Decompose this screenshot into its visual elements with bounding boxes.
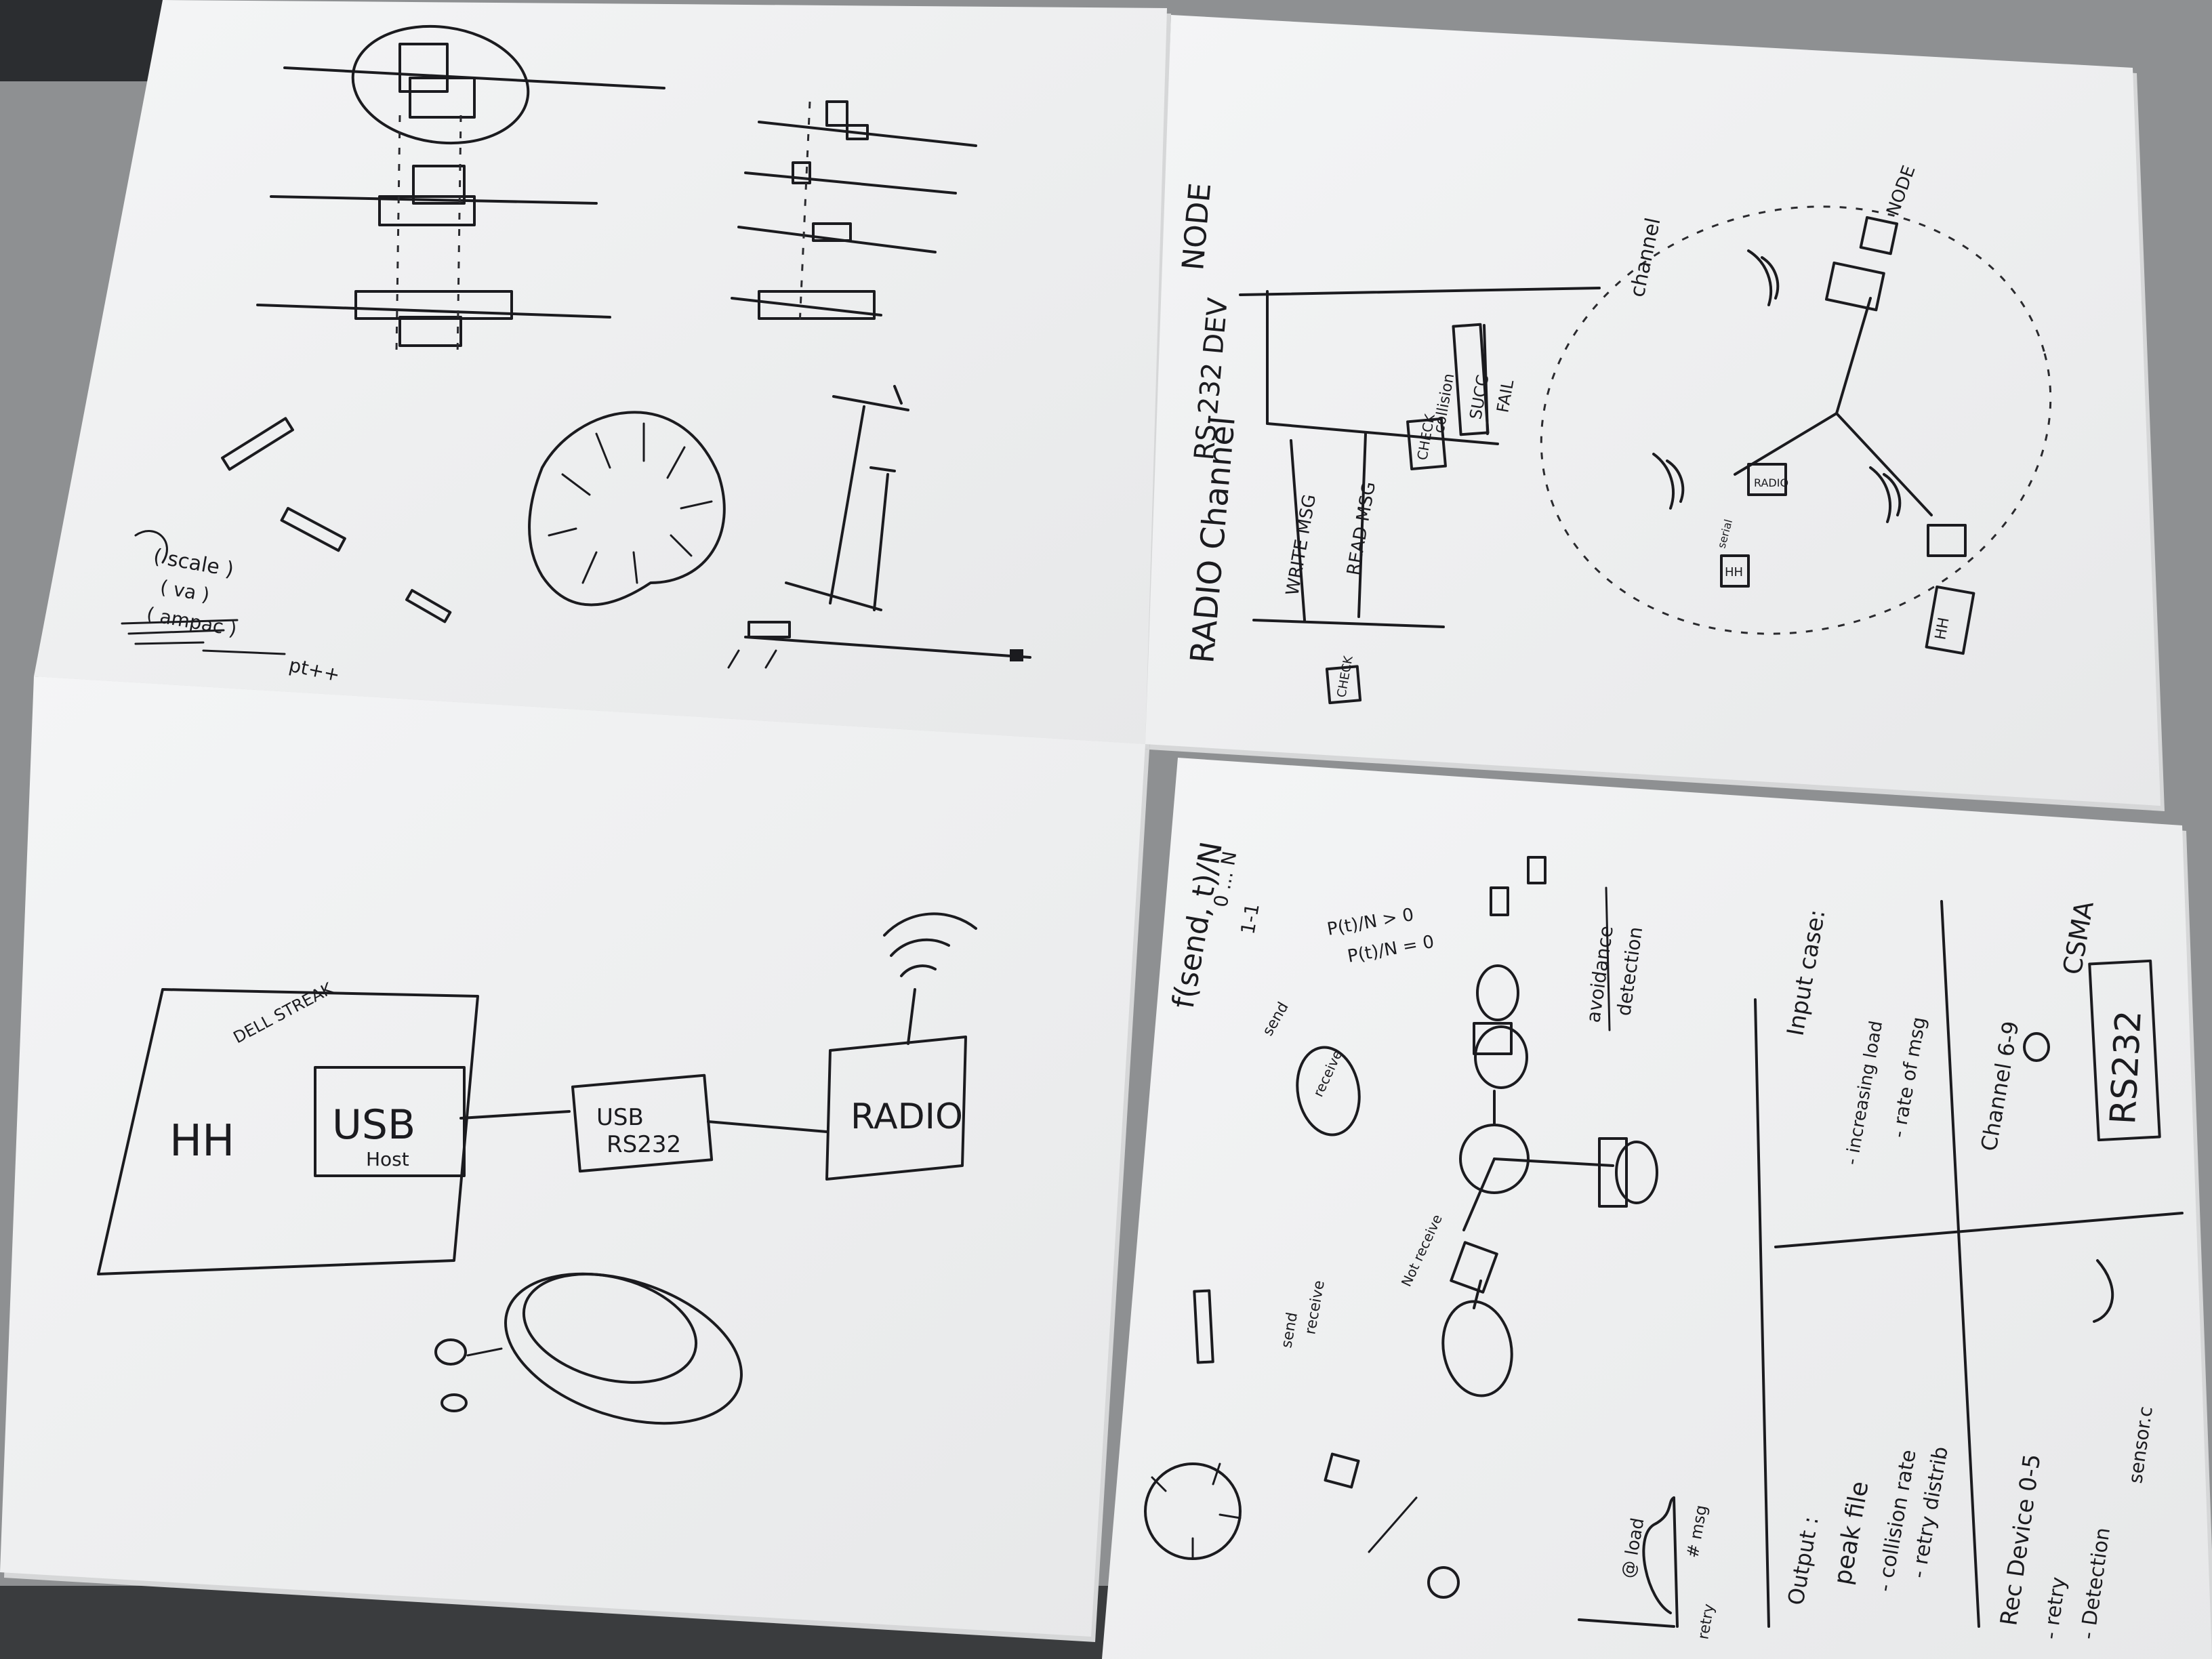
note-1-1: 1-1 xyxy=(1236,901,1263,936)
wheel-sketch xyxy=(528,411,726,607)
blob-sketch xyxy=(434,1272,743,1425)
box-radio: RADIO xyxy=(1754,476,1788,489)
channel-box: RS232 xyxy=(2103,1009,2150,1125)
timing-sketch xyxy=(727,385,1031,669)
clock-sketch xyxy=(1144,1452,1460,1599)
block-rs232: RS232 xyxy=(607,1131,681,1158)
paper-sheet xyxy=(1102,758,2212,1659)
right-pulses xyxy=(731,100,977,326)
block-hh: HH xyxy=(169,1116,234,1166)
block-usb-adapter: USB xyxy=(596,1104,644,1131)
box-hh-2: HH xyxy=(1932,616,1952,641)
paper-sheet xyxy=(1145,15,2160,806)
block-radio: RADIO xyxy=(851,1097,963,1137)
table-dark-top xyxy=(0,0,163,81)
page-bottom-right: f(send, t)/N 0 ... N 1-1 P(t)/N > 0 P(t)… xyxy=(1102,758,2212,1659)
page-top-left: ( scale ) ( va ) ( ampac ) pt++ xyxy=(34,0,1171,750)
pulse-sketch xyxy=(256,24,665,360)
page-top-right: NODE RS-232 DEV RADIO Channel WRITE MSG … xyxy=(1145,15,2165,811)
block-usb-host: USB xyxy=(332,1101,415,1149)
lane-node: NODE xyxy=(1176,182,1218,272)
page-bottom-left: DELL STREAK HH USB Host USB RS232 RADIO xyxy=(0,676,1149,1642)
paper-sheet xyxy=(0,676,1145,1637)
block-host-label: Host xyxy=(366,1148,409,1170)
box-hh-1: HH xyxy=(1725,565,1743,579)
